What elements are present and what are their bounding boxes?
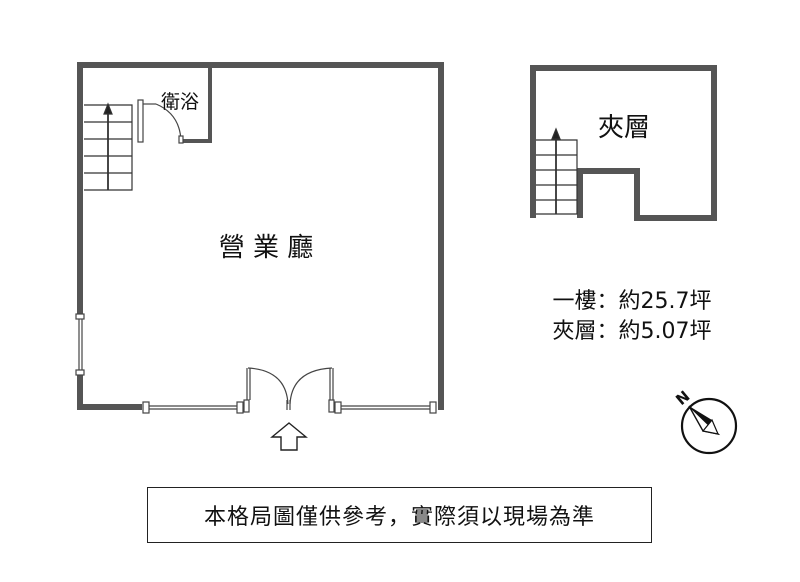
left-window <box>75 313 85 376</box>
mezzanine-area: 夾層：約5.07坪 <box>553 319 712 344</box>
mezzanine-walls <box>530 65 717 221</box>
first-floor-area: 一樓：約25.7坪 <box>553 289 712 314</box>
entrance-arrow <box>270 422 308 451</box>
main-floor-walls <box>77 62 444 410</box>
disclaimer-text: 本格局圖僅供參考，實際須以現場為準 <box>203 505 595 530</box>
bottom-window-right <box>334 401 437 414</box>
bathroom-label: 衛浴 <box>161 91 199 113</box>
entrance-door <box>243 367 335 413</box>
mezzanine-stairs <box>536 127 578 215</box>
mezzanine-label: 夾層 <box>598 113 650 143</box>
disclaimer-box: 本格局圖僅供參考，實際須以現場為準 <box>147 487 652 543</box>
compass-icon: N <box>672 387 738 455</box>
business-hall-label: 營 業 廳 <box>219 233 314 263</box>
bottom-window-left <box>142 401 244 414</box>
bathroom-door <box>137 99 184 144</box>
main-stairs <box>84 102 133 191</box>
